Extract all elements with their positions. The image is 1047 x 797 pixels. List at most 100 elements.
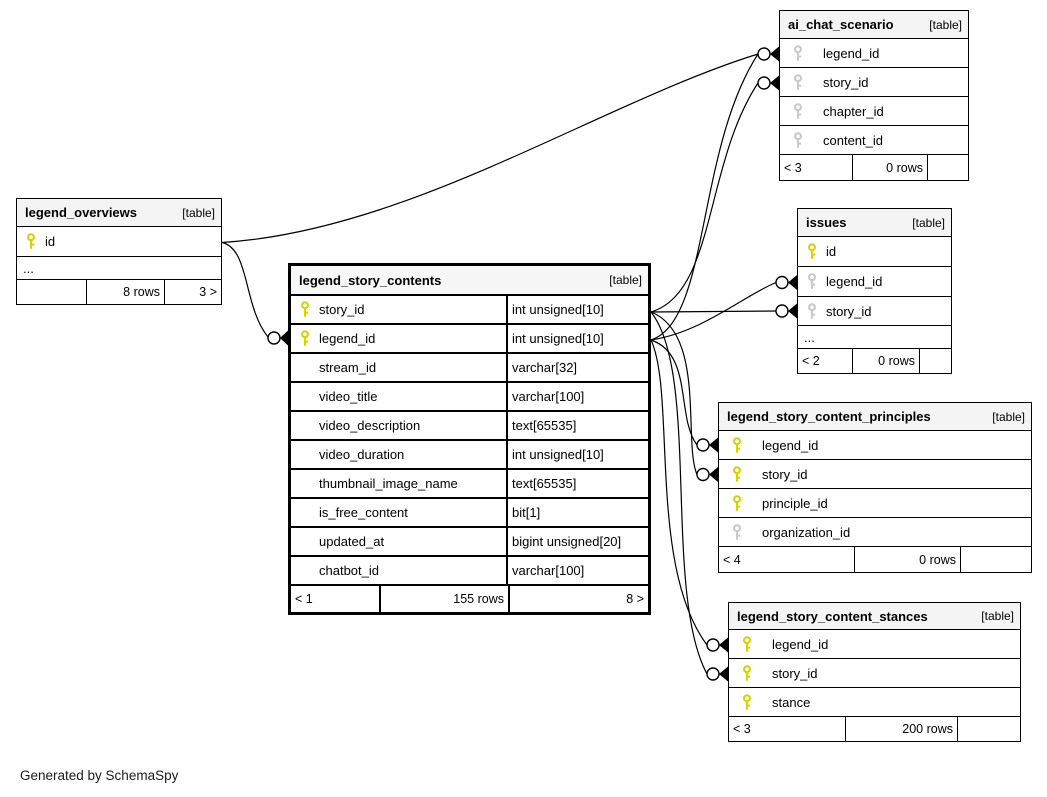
table-tag: [table]: [609, 273, 642, 287]
column-row: video_duration int unsigned[10]: [291, 441, 648, 470]
column-type: int unsigned[10]: [512, 331, 604, 346]
column-name: legend_id: [826, 274, 883, 289]
primary-key-icon: [732, 436, 742, 453]
column-row: legend_id: [798, 267, 951, 297]
table-title: legend_overviews: [25, 205, 137, 220]
column-name: thumbnail_image_name: [319, 476, 458, 491]
column-row: principle_id: [719, 489, 1031, 518]
relationship-line: [221, 241, 269, 338]
column-type: bit[1]: [512, 505, 541, 520]
column-name: story_id: [823, 74, 869, 90]
table-issues[interactable]: issues [table] id legend_id story_id ...…: [797, 208, 952, 374]
table-title: legend_story_contents: [299, 272, 442, 288]
primary-key-icon: [742, 635, 752, 652]
cardinality-circle: [775, 275, 789, 290]
relationship-line: [650, 311, 708, 675]
primary-key-icon: [26, 233, 36, 249]
table-tag: [table]: [912, 215, 945, 230]
column-row: legend_id: [780, 39, 968, 68]
column-type: varchar[32]: [512, 360, 578, 375]
column-row: content_id: [780, 126, 968, 155]
primary-key-icon: [742, 693, 752, 710]
primary-key-icon: [742, 664, 752, 681]
column-type: varchar[100]: [512, 389, 585, 404]
column-row: stream_id varchar[32]: [291, 354, 648, 383]
column-name: legend_id: [823, 45, 880, 61]
footer-row-count: 0 rows: [852, 349, 919, 373]
table-legend-overviews[interactable]: legend_overviews [table] id ... 8 rows 3…: [16, 198, 222, 305]
index-key-icon: [793, 44, 803, 61]
cardinality-circle: [696, 438, 710, 452]
primary-key-icon: [732, 494, 742, 511]
column-name: chatbot_id: [319, 563, 379, 578]
index-key-icon: [807, 273, 817, 289]
primary-key-icon: [732, 465, 742, 482]
column-name: video_description: [319, 418, 421, 433]
footer-degree-in: < 2: [802, 354, 820, 368]
relationship-line: [650, 311, 698, 475]
table-footer: < 3 0 rows: [780, 155, 968, 180]
footer-degree-out: [957, 717, 1020, 741]
column-row: id: [798, 237, 951, 267]
column-name: stance: [772, 694, 811, 710]
footer-degree-out: 3 >: [164, 280, 221, 304]
crowfoot-arrow: [709, 437, 718, 453]
table-ai-chat-scenario[interactable]: ai_chat_scenario [table] legend_id story…: [779, 10, 969, 181]
column-row: chapter_id: [780, 97, 968, 126]
column-row: chatbot_id varchar[100]: [291, 557, 648, 586]
table-footer: < 3 200 rows: [729, 717, 1020, 741]
footer-degree-out: 8 >: [508, 586, 648, 612]
table-header: legend_overviews [table]: [17, 199, 221, 227]
column-name: video_title: [319, 389, 378, 404]
relationship-line: [221, 53, 759, 244]
primary-key-icon: [807, 243, 817, 259]
index-key-icon: [732, 523, 742, 540]
footer-degree-out: [927, 155, 968, 180]
column-row: organization_id: [719, 518, 1031, 547]
table-title: legend_story_content_stances: [737, 608, 928, 624]
column-name: organization_id: [762, 524, 851, 540]
crowfoot-arrow: [719, 637, 728, 653]
footer-degree-in: < 4: [723, 552, 741, 567]
column-row: video_description text[65535]: [291, 412, 648, 441]
table-header: issues [table]: [798, 209, 951, 237]
table-title: ai_chat_scenario: [788, 17, 894, 32]
footer-degree-in: < 1: [295, 592, 313, 606]
crowfoot-arrow: [770, 46, 779, 62]
crowfoot-arrow: [709, 467, 718, 482]
footer-degree-in: < 3: [784, 160, 802, 175]
column-name: id: [45, 234, 56, 249]
relationship-line: [650, 82, 759, 313]
crowfoot-arrow: [719, 666, 728, 682]
footer-degree-in: [17, 280, 86, 304]
footer-degree-out: [960, 547, 1031, 572]
ellipsis-row: ...: [798, 326, 951, 349]
table-footer: < 4 0 rows: [719, 547, 1031, 572]
table-header: legend_story_content_stances [table]: [729, 603, 1020, 630]
column-row: story_id: [798, 297, 951, 326]
table-legend-story-content-stances[interactable]: legend_story_content_stances [table] leg…: [728, 602, 1021, 742]
crowfoot-arrow: [788, 275, 797, 290]
table-header: ai_chat_scenario [table]: [780, 11, 968, 39]
column-name: story_id: [772, 665, 818, 681]
table-title: issues: [806, 215, 847, 230]
column-type: int unsigned[10]: [512, 302, 604, 317]
cardinality-circle: [757, 76, 771, 90]
column-row: id: [17, 227, 221, 257]
column-row: legend_id: [719, 431, 1031, 460]
column-row: story_id int unsigned[10]: [291, 296, 648, 325]
column-name: legend_id: [762, 437, 819, 453]
table-legend-story-contents[interactable]: legend_story_contents [table] story_id i…: [288, 263, 651, 615]
table-legend-story-content-principles[interactable]: legend_story_content_principles [table] …: [718, 402, 1032, 573]
cardinality-circle: [706, 638, 720, 652]
column-name: legend_id: [772, 636, 829, 652]
relationship-line: [650, 339, 708, 646]
column-type: bigint unsigned[20]: [512, 534, 622, 549]
cardinality-circle: [696, 467, 710, 482]
relationship-line: [650, 310, 777, 313]
index-key-icon: [793, 73, 803, 90]
index-key-icon: [793, 131, 803, 148]
column-type: text[65535]: [512, 476, 577, 491]
column-name: stream_id: [319, 360, 377, 375]
